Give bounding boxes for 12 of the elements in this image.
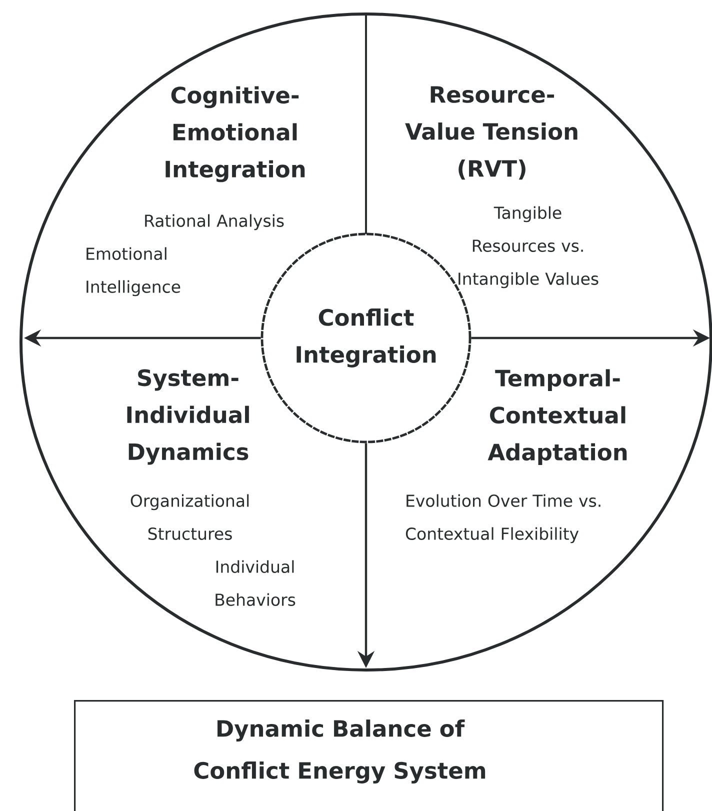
quadrant-heading: System- Individual Dynamics: [127, 369, 249, 465]
quadrant-heading: Cognitive- Emotional Integration: [166, 86, 305, 182]
quadrant-text: Emotional Intelligence: [86, 247, 180, 296]
outer-circle: [20, 12, 712, 672]
quadrant-text: Organizational Structures: [130, 494, 249, 540]
quadrant-text: Tangible Resources vs. Intangible Values: [458, 206, 598, 288]
quadrant-heading: Temporal- Contextual Adaptation: [488, 369, 627, 465]
quadrant-text: Evolution Over Time vs. Contextual Flexibility: [406, 494, 600, 544]
quadrant-heading: Resource- Value Tension (RVT): [405, 86, 578, 180]
title-box: Dynamic Balance of Conflict Energy System: [74, 700, 664, 811]
quadrant-text: Rational Analysis: [145, 214, 284, 230]
quadrant-text: Individual Behaviors: [216, 560, 296, 606]
